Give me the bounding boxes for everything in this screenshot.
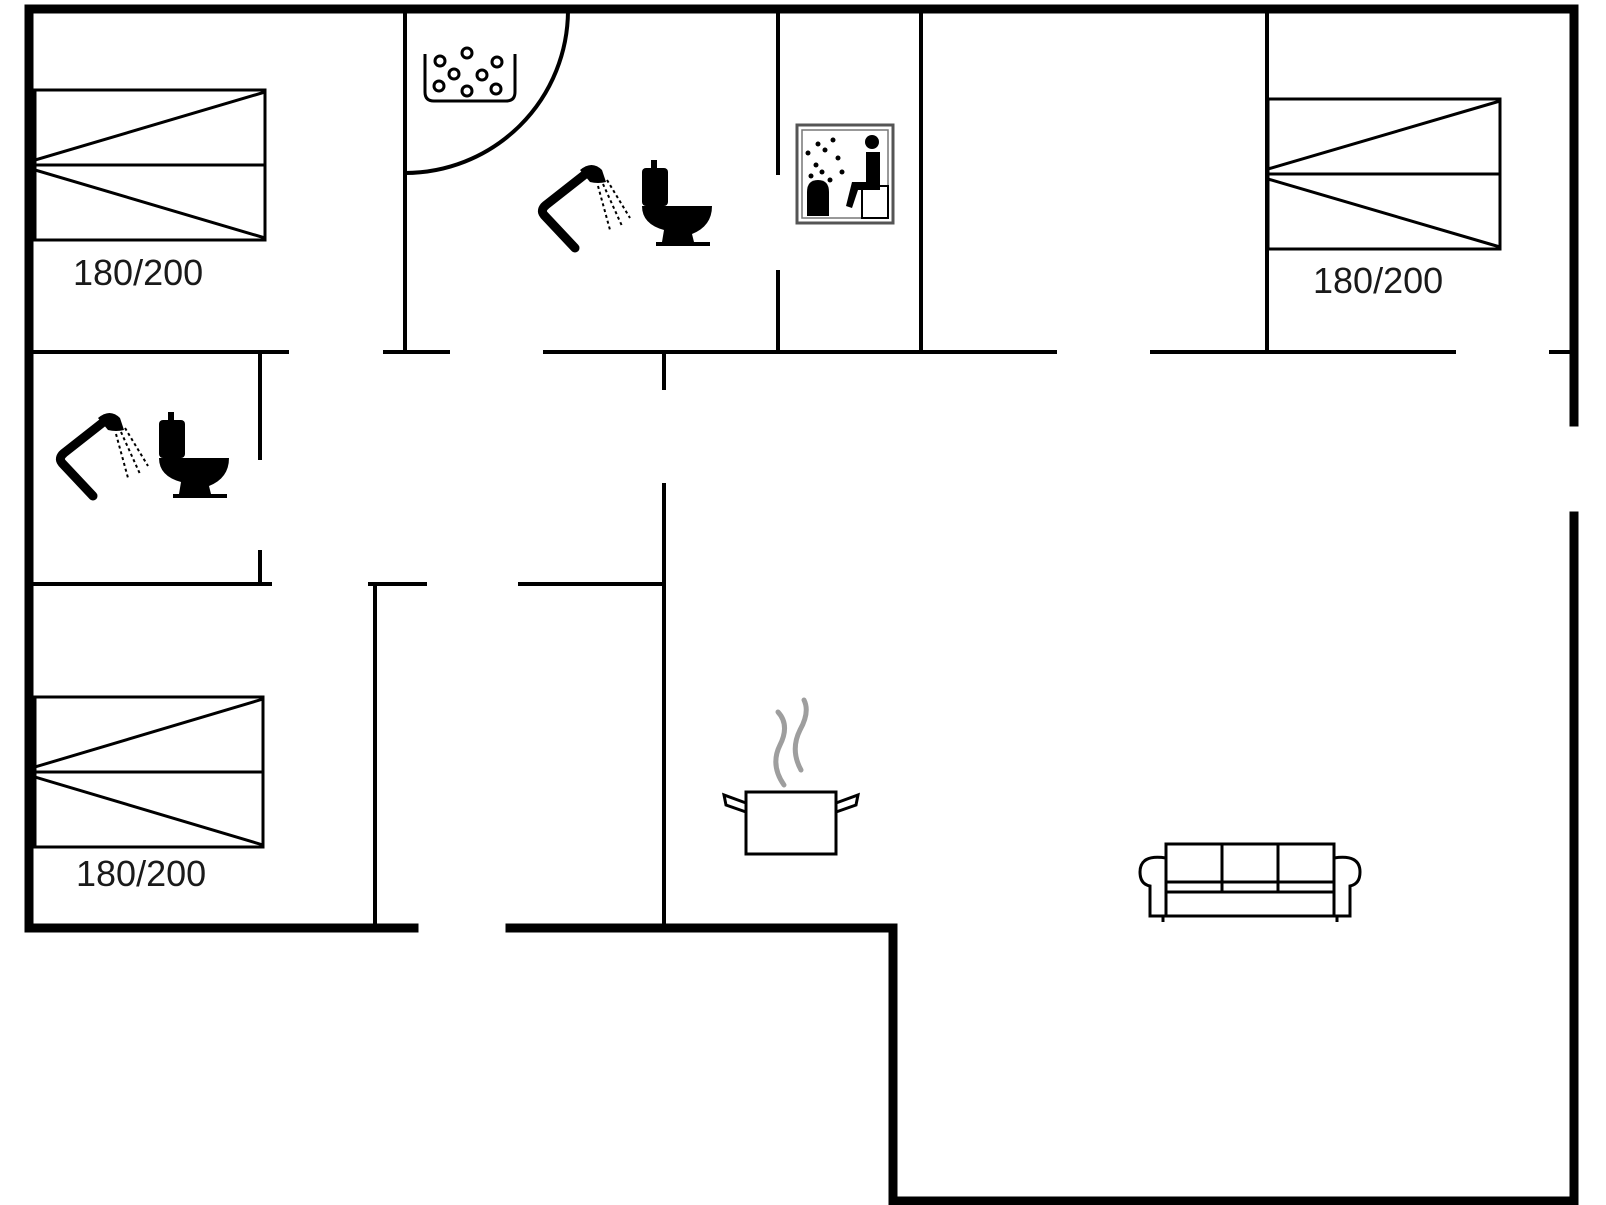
- toilet-icon: [159, 412, 229, 498]
- bed-2-label: 180/200: [1313, 260, 1443, 301]
- toilet-icon: [642, 160, 712, 246]
- shower-icon: [537, 165, 631, 253]
- bed-1: 180/200: [33, 88, 267, 293]
- sofa-icon: [1138, 842, 1362, 922]
- bed-1-label: 180/200: [73, 252, 203, 293]
- sauna-icon: [795, 123, 895, 225]
- outer-walls: [24, 4, 1579, 1205]
- bed-3-label: 180/200: [76, 853, 206, 894]
- bed-3: 180/200: [33, 695, 265, 894]
- bed-2: 180/200: [1266, 97, 1502, 301]
- interior-walls: [29, 9, 1574, 928]
- whirlpool-icon: [423, 46, 517, 103]
- cooking-pot-icon: [722, 697, 860, 856]
- shower-icon: [55, 413, 149, 501]
- door-swing-arc: [404, 10, 570, 175]
